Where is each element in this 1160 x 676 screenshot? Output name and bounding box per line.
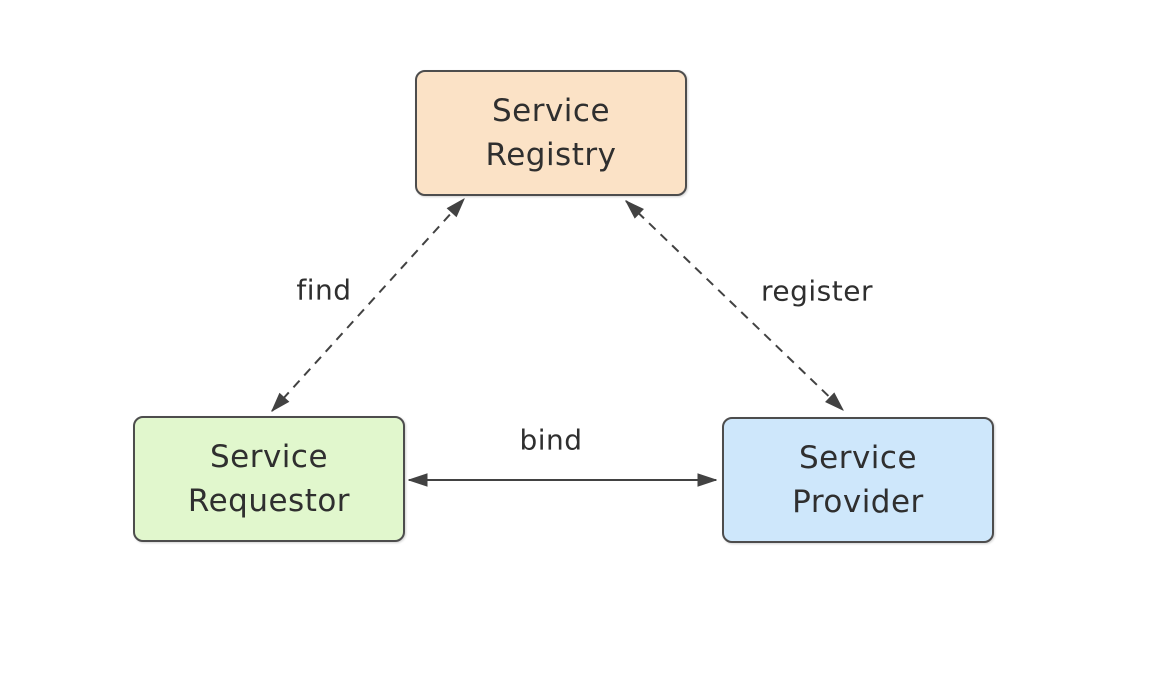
edge-label-register: register — [761, 274, 873, 308]
edge-label-find: find — [296, 273, 352, 307]
node-service-provider-label: Service Provider — [792, 439, 924, 520]
node-service-provider: Service Provider — [722, 417, 994, 543]
node-service-requestor: Service Requestor — [133, 416, 405, 542]
node-service-registry-label: Service Registry — [485, 92, 617, 173]
node-service-requestor-label: Service Requestor — [187, 438, 351, 519]
edge-register-line — [626, 201, 843, 410]
node-service-registry: Service Registry — [415, 70, 687, 196]
edge-label-bind: bind — [519, 423, 583, 457]
